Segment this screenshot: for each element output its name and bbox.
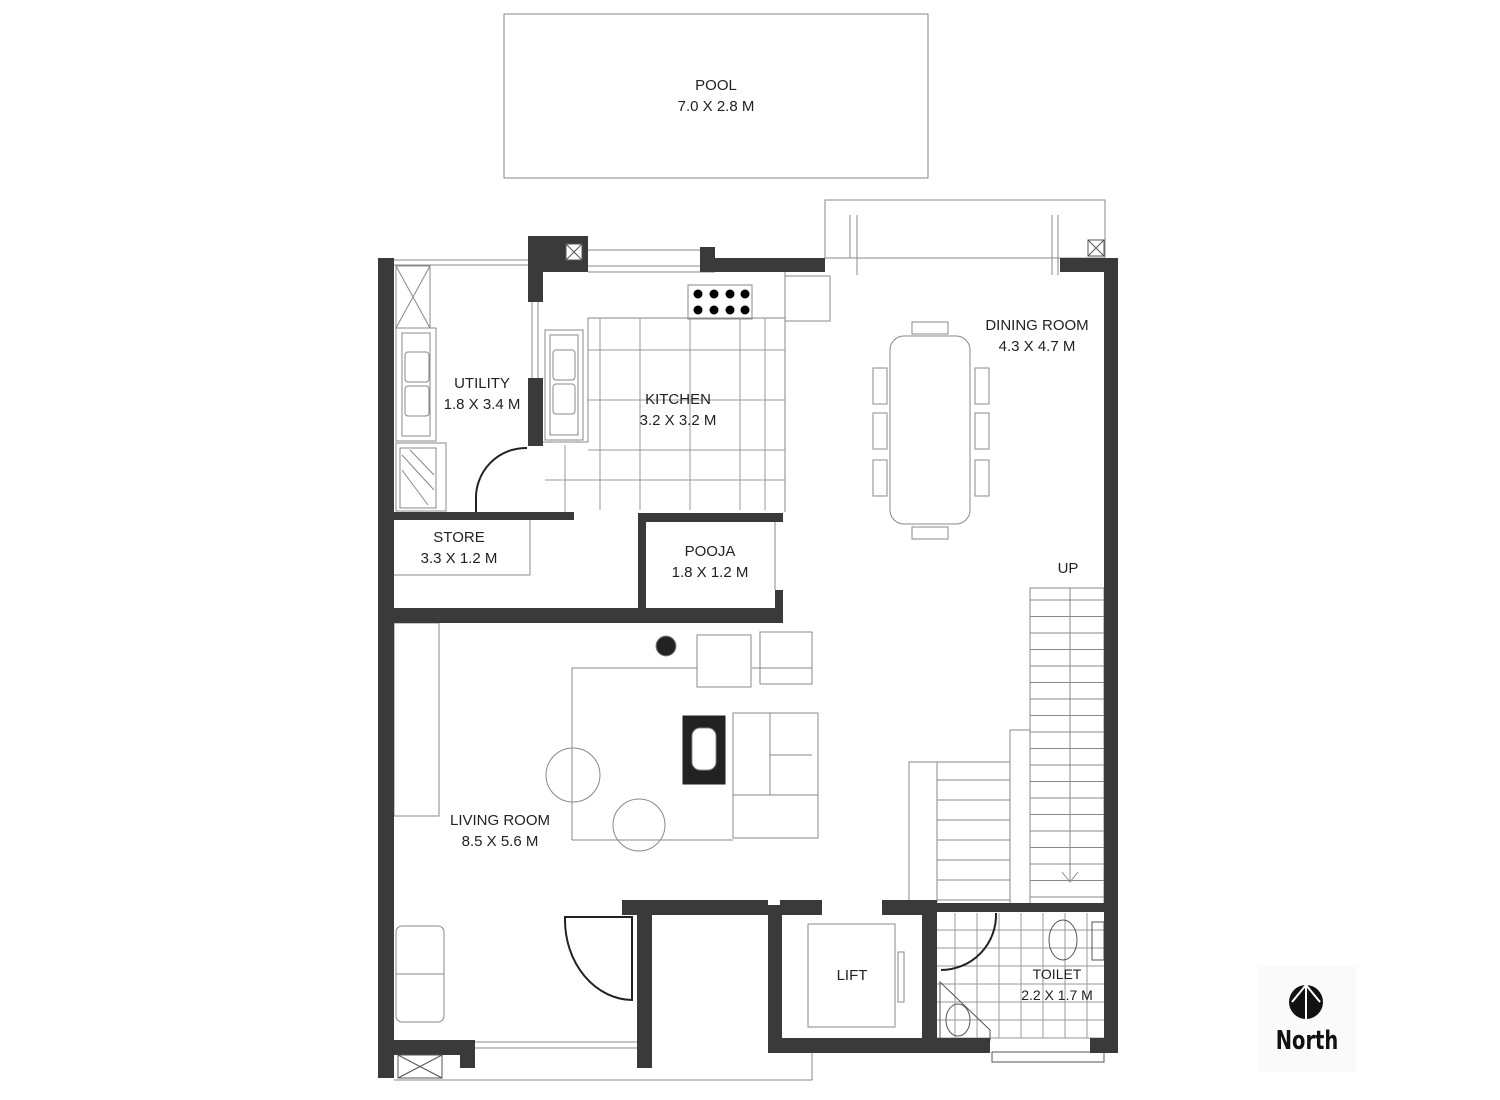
stove-burner [740,289,750,299]
room-name: DINING ROOM [985,317,1089,334]
room-dining: DINING ROOM 4.3 X 4.7 M [985,315,1088,357]
room-name: POOL [695,77,737,94]
compass-label: North [1275,1026,1339,1056]
room-name: STORE [433,529,485,546]
stove-burner [725,289,735,299]
room-name: UTILITY [454,375,510,392]
stove-burner [740,305,750,315]
room-size: 1.8 X 3.4 M [443,396,521,413]
room-name: POOJA [684,543,736,560]
room-name: LIVING ROOM [449,812,551,829]
balcony [824,199,1106,259]
room-living: LIVING ROOM 8.5 X 5.6 M [450,810,550,852]
stove-burner [725,305,735,315]
stove-burner [693,289,703,299]
room-size: 3.3 X 1.2 M [420,550,498,567]
room-name: TOILET [1032,966,1082,982]
walls [378,236,1118,1078]
compass: North [1258,966,1356,1072]
room-pool: POOL 7.0 X 2.8 M [678,75,755,117]
north-arrow-icon [1289,984,1323,1019]
pool [503,13,929,179]
room-size: 1.8 X 1.2 M [671,564,749,581]
room-utility: UTILITY 1.8 X 3.4 M [444,373,521,415]
room-size: 4.3 X 4.7 M [998,338,1076,355]
room-size: 7.0 X 2.8 M [677,98,755,115]
stove-burner [693,305,703,315]
room-size: 3.2 X 3.2 M [639,412,717,429]
room-kitchen: KITCHEN 3.2 X 3.2 M [640,389,717,431]
room-store: STORE 3.3 X 1.2 M [421,527,498,569]
room-size: 2.2 X 1.7 M [1021,987,1093,1003]
stove-burner [709,305,719,315]
room-toilet: TOILET 2.2 X 1.7 M [1021,964,1093,1006]
room-lift: LIFT [837,965,868,986]
stove-burner [709,289,719,299]
room-name: KITCHEN [645,391,711,408]
room-size: 8.5 X 5.6 M [461,833,539,850]
stairs-up-label: UP [1057,560,1079,577]
room-pooja: POOJA 1.8 X 1.2 M [672,541,749,583]
room-name: LIFT [836,967,868,984]
